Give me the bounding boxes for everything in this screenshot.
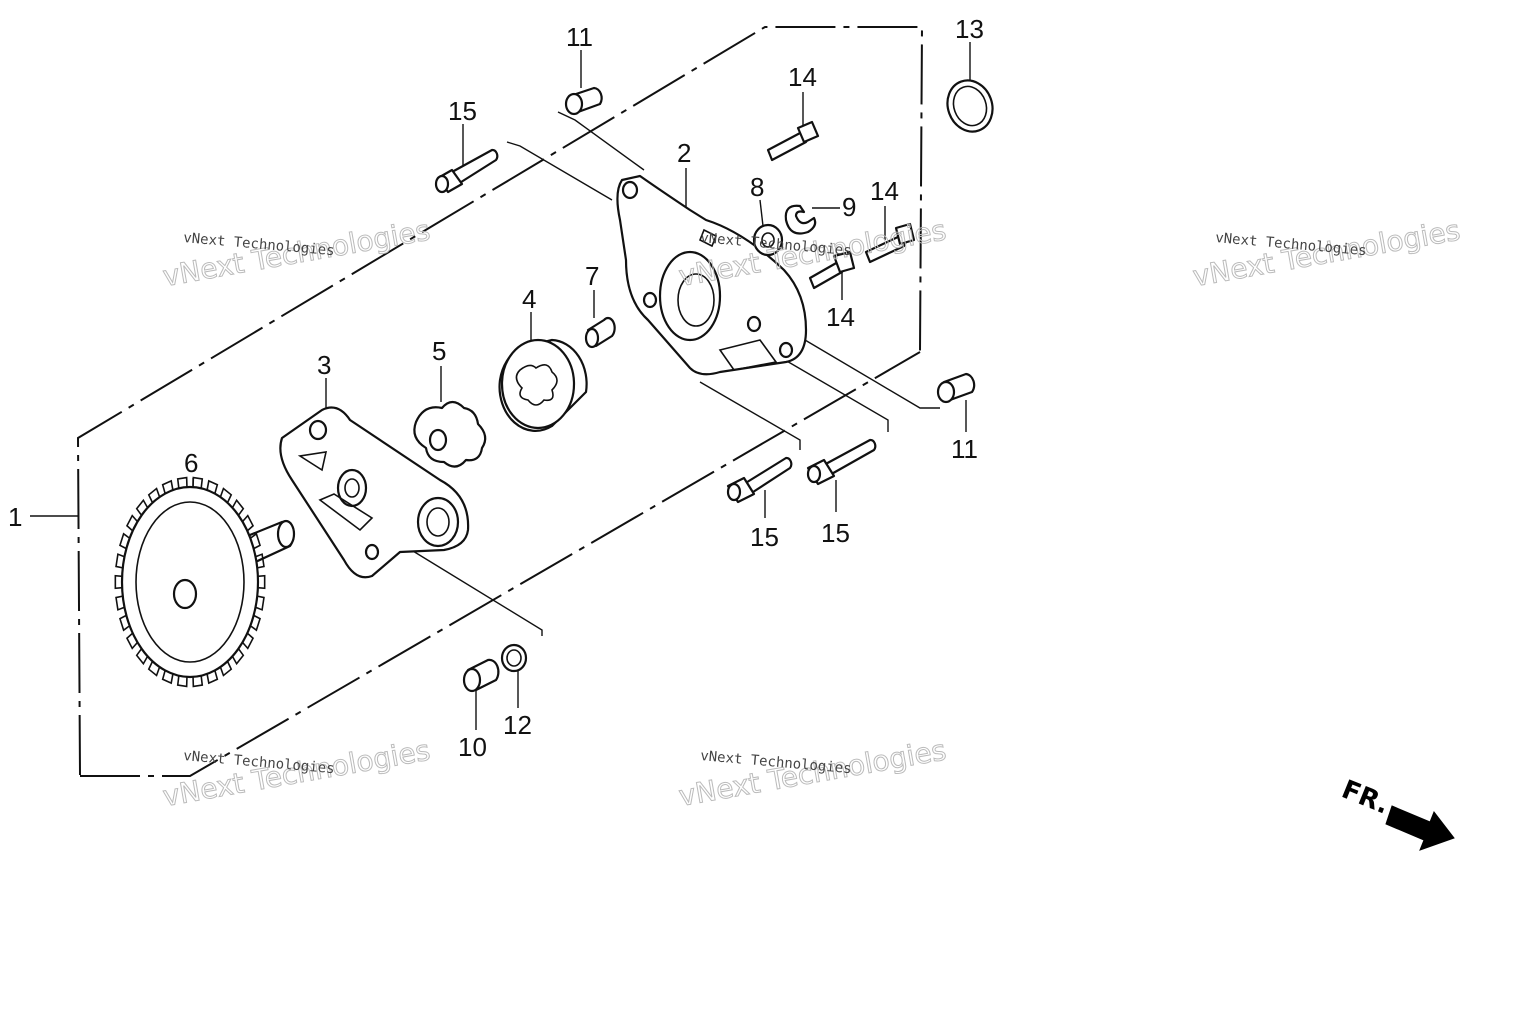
sprocket-tooth (115, 553, 125, 569)
sprocket-tooth (192, 675, 204, 688)
dowel-pin (584, 316, 616, 349)
washer (752, 223, 784, 257)
outer-rotor (498, 338, 588, 432)
collars-and-rings (462, 79, 994, 693)
bolt-15-lower-left (726, 456, 793, 504)
bolts (434, 120, 916, 504)
snap-clip (784, 204, 817, 235)
callout-14-right: 14 (870, 176, 899, 206)
callout-4: 4 (522, 284, 536, 314)
sprocket-tooth (231, 498, 245, 516)
callout-13: 13 (955, 14, 984, 44)
callout-3: 3 (317, 350, 331, 380)
callout-6: 6 (184, 448, 198, 478)
callout-15-lower-left: 15 (750, 522, 779, 552)
callout-14-middle: 14 (826, 302, 855, 332)
sprocket-tooth (219, 487, 233, 504)
callout-7: 7 (585, 261, 599, 291)
sprocket-teeth (114, 476, 266, 688)
callout-9: 9 (842, 192, 856, 222)
sprocket-tooth (206, 670, 219, 685)
sprocket-tooth (161, 479, 174, 494)
leader-lines (30, 42, 971, 730)
sprocket-tooth (257, 574, 266, 590)
sprocket-tooth (118, 614, 131, 632)
callout-10: 10 (458, 732, 487, 762)
inner-rotor (413, 400, 487, 468)
sprocket-tooth (249, 532, 262, 550)
callout-11-right: 11 (951, 434, 978, 464)
sprocket-tooth (135, 648, 149, 666)
sprocket-tooth (147, 660, 161, 677)
sprocket-tooth (115, 595, 125, 611)
o-ring-13 (946, 79, 994, 133)
front-label: FR. (1337, 775, 1393, 821)
collar-10 (462, 658, 500, 693)
pump-body (616, 174, 808, 376)
callout-14-upper: 14 (788, 62, 817, 92)
sprocket-tooth (255, 553, 265, 569)
sprocket-tooth (118, 532, 131, 550)
drive-sprocket-shaft (114, 476, 296, 688)
callout-12: 12 (503, 710, 532, 740)
sprocket-tooth (241, 632, 255, 650)
bolt-14-right (864, 222, 916, 264)
pump-cover (279, 406, 470, 579)
sprocket-tooth (161, 670, 174, 685)
sprocket-tooth (249, 614, 262, 632)
sprocket-tooth (125, 632, 139, 650)
front-arrow-icon (1385, 805, 1455, 851)
sprocket-tooth (241, 514, 255, 532)
bolt-14-middle (808, 250, 856, 290)
sprocket-tooth (231, 648, 245, 666)
callout-1: 1 (8, 502, 22, 532)
collar-11-right (936, 372, 976, 404)
sprocket-tooth (147, 487, 161, 504)
callout-2: 2 (677, 138, 691, 168)
callout-labels: 1 2 3 4 5 6 7 8 9 10 11 11 12 13 14 14 1… (8, 14, 984, 762)
front-direction-indicator: FR. (1337, 775, 1455, 851)
callout-15-upper: 15 (448, 96, 477, 126)
collar-11-upper (564, 86, 603, 116)
sprocket-tooth (219, 660, 233, 677)
sprocket-tooth (176, 675, 188, 688)
sprocket-tooth (125, 514, 139, 532)
bolt-15-lower-right (806, 438, 877, 486)
sprocket-tooth (206, 479, 219, 494)
sprocket-tooth (192, 476, 204, 489)
callout-15-lower-right: 15 (821, 518, 850, 548)
bolt-15-upper (434, 148, 499, 194)
callout-5: 5 (432, 336, 446, 366)
assembly-outline (76, 26, 924, 777)
callout-8: 8 (750, 172, 764, 202)
sprocket-tooth (255, 595, 265, 611)
sprocket-tooth (135, 498, 149, 516)
sprocket-tooth (114, 574, 123, 590)
o-ring-12 (500, 643, 528, 673)
callout-11-upper: 11 (566, 22, 593, 52)
bolt-14-upper (766, 120, 820, 162)
sprocket-tooth (176, 476, 188, 489)
